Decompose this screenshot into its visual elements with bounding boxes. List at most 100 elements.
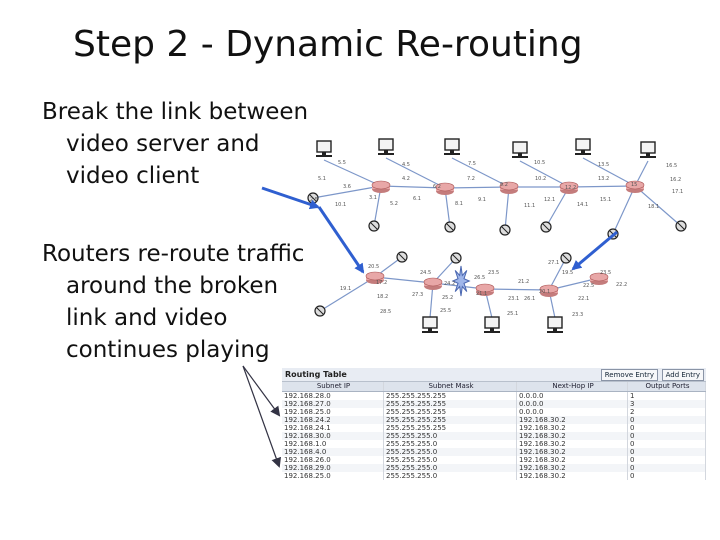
computer-icon[interactable] — [547, 316, 563, 333]
network-link — [323, 159, 382, 187]
computer-icon[interactable] — [422, 316, 438, 333]
table-cell: 192.168.30.0 — [282, 432, 384, 440]
annotation-arrows — [242, 186, 618, 468]
computer-icon[interactable] — [512, 141, 528, 158]
table-cell: 192.168.4.0 — [282, 448, 384, 456]
switch-icon[interactable] — [444, 221, 456, 233]
table-cell: 3 — [628, 400, 706, 408]
interface-label: 22.5 — [583, 283, 594, 289]
interface-label: 20.5 — [368, 264, 379, 270]
computer-icon[interactable] — [378, 138, 394, 155]
switch-icon[interactable] — [450, 252, 462, 264]
table-cell: 255.255.255.0 — [384, 448, 517, 456]
interface-label: 26.5 — [474, 275, 485, 281]
interface-label: 9.2 — [500, 182, 508, 188]
table-cell: 255.255.255.0 — [384, 456, 517, 464]
column-header[interactable]: Subnet Mask — [384, 382, 517, 391]
interface-label: 23.3 — [572, 312, 583, 318]
table-cell: 192.168.30.2 — [517, 456, 628, 464]
interface-label: 10.1 — [335, 202, 346, 208]
computer-icon[interactable] — [575, 138, 591, 155]
add-entry-button[interactable]: Add Entry — [661, 369, 704, 381]
table-cell: 192.168.30.2 — [517, 472, 628, 480]
table-cell: 2 — [628, 408, 706, 416]
interface-label: 13.2 — [598, 176, 609, 182]
switch-icon[interactable] — [499, 224, 511, 236]
column-header[interactable]: Next-Hop IP — [517, 382, 628, 391]
router-icon[interactable] — [499, 181, 519, 194]
switch-icon[interactable] — [368, 220, 380, 232]
router-icon[interactable] — [475, 283, 495, 296]
router-icon[interactable] — [559, 181, 579, 194]
interface-label: 15.1 — [600, 197, 611, 203]
network-link — [385, 157, 446, 189]
network-link — [444, 186, 510, 189]
interface-label: 12.1 — [544, 197, 555, 203]
remove-entry-button[interactable]: Remove Entry — [600, 369, 658, 381]
interface-label: 4.5 — [402, 162, 410, 168]
router-icon[interactable] — [423, 277, 443, 290]
switch-icon[interactable] — [675, 220, 687, 232]
router-icon[interactable] — [365, 271, 385, 284]
switch-icon[interactable] — [396, 251, 408, 263]
interface-label: 22.1 — [578, 296, 589, 302]
computer-icon[interactable] — [484, 316, 500, 333]
arrow-to-table-row — [242, 365, 281, 417]
router-icon[interactable] — [371, 180, 391, 193]
interface-label: 3.6 — [343, 184, 351, 190]
network-link — [568, 185, 636, 188]
interface-label: 25.5 — [440, 308, 451, 314]
router-icon[interactable] — [435, 182, 455, 195]
table-cell: 0.0.0.0 — [517, 400, 628, 408]
routing-table-title: Routing Table — [285, 370, 347, 379]
table-cell: 0 — [628, 448, 706, 456]
switch-icon[interactable] — [560, 252, 572, 264]
arrow-to-router — [571, 230, 618, 271]
table-cell: 0.0.0.0 — [517, 392, 628, 400]
table-cell: 255.255.255.255 — [384, 400, 517, 408]
switch-icon[interactable] — [314, 305, 326, 317]
column-header[interactable]: Output Ports — [628, 382, 706, 391]
interface-label: 13.5 — [598, 162, 609, 168]
interface-label: 27.3 — [412, 292, 423, 298]
table-cell: 192.168.29.0 — [282, 464, 384, 472]
network-link — [545, 186, 570, 228]
bullet-line: link and video — [66, 305, 228, 331]
router-icon[interactable] — [589, 272, 609, 285]
table-cell: 1 — [628, 392, 706, 400]
network-link — [519, 160, 570, 188]
interface-label: 10.5 — [534, 160, 545, 166]
table-cell: 255.255.255.255 — [384, 408, 517, 416]
computer-icon[interactable] — [316, 140, 332, 157]
table-cell: 192.168.30.2 — [517, 440, 628, 448]
table-cell: 192.168.30.2 — [517, 432, 628, 440]
table-cell: 255.255.255.0 — [384, 440, 517, 448]
interface-label: 10.2 — [535, 176, 546, 182]
column-header[interactable]: Subnet IP — [282, 382, 384, 391]
network-link — [548, 257, 567, 291]
computer-icon[interactable] — [640, 141, 656, 158]
router-icon[interactable] — [539, 284, 559, 297]
interface-label: 23.5 — [488, 270, 499, 276]
routing-table-header: Subnet IP Subnet Mask Next-Hop IP Output… — [282, 382, 706, 392]
computer-icon[interactable] — [444, 138, 460, 155]
switch-icon[interactable] — [540, 221, 552, 233]
network-link — [451, 157, 510, 188]
interface-label: 17.1 — [672, 189, 683, 195]
router-icon[interactable] — [625, 180, 645, 193]
bullet-line: video server and — [66, 131, 260, 157]
table-cell: 255.255.255.255 — [384, 416, 517, 424]
